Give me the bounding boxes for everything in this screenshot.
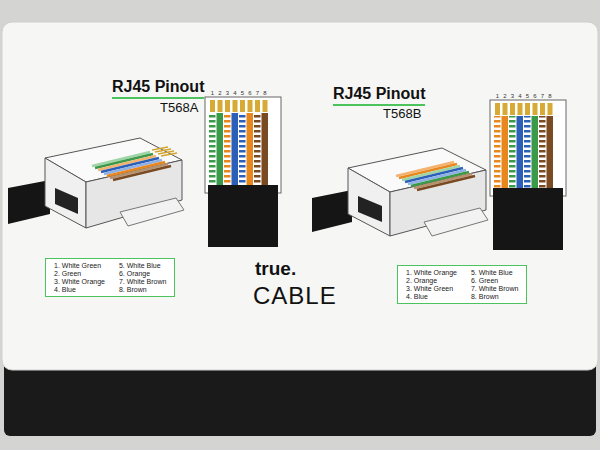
pin-number: 4 — [518, 93, 521, 99]
plug-3d-right — [312, 148, 488, 236]
pin-number: 2 — [503, 93, 506, 99]
pin-number: 7 — [256, 90, 259, 96]
pin-number: 8 — [263, 90, 266, 96]
plug-3d-left — [8, 138, 184, 228]
pinout-legend-box: 1. White Orange2. Orange3. White Green4.… — [397, 265, 527, 304]
wire-color-entry: 8. Brown — [119, 286, 166, 293]
pin-number: 3 — [511, 93, 514, 99]
box-base — [4, 360, 596, 436]
pin-number: 5 — [241, 90, 244, 96]
pin-number: 1 — [496, 93, 499, 99]
wire-color-entry: 4. Blue — [54, 286, 105, 293]
wire-color-entry: 5. White Blue — [471, 269, 518, 276]
wire-color-entry: 6. Green — [471, 277, 518, 284]
pin-number: 6 — [533, 93, 536, 99]
heading: RJ45 Pinout — [112, 78, 204, 99]
wire-color-entry: 7. White Brown — [119, 278, 166, 285]
wire-color-entry: 1. White Orange — [406, 269, 457, 276]
box-lid — [2, 22, 598, 370]
pin-number: 7 — [541, 93, 544, 99]
pin-number: 6 — [248, 90, 251, 96]
wire-color-entry: 2. Green — [54, 270, 105, 277]
pin-number: 1 — [211, 90, 214, 96]
wire-color-entry: 5. White Blue — [119, 262, 166, 269]
heading: RJ45 Pinout — [333, 85, 425, 106]
wire-color-entry: 8. Brown — [471, 293, 518, 300]
wire-color-entry: 6. Orange — [119, 270, 166, 277]
pin-number: 4 — [233, 90, 236, 96]
plug-front-right — [490, 100, 566, 250]
pin-number: 5 — [526, 93, 529, 99]
pin-number: 8 — [548, 93, 551, 99]
wire-color-entry: 4. Blue — [406, 293, 457, 300]
pin-number: 3 — [226, 90, 229, 96]
wire-color-entry: 2. Orange — [406, 277, 457, 284]
standard-name: T568A — [160, 100, 198, 115]
standard-name: T568B — [383, 106, 421, 121]
wire-color-entry: 3. White Green — [406, 285, 457, 292]
wire-color-entry: 7. White Brown — [471, 285, 518, 292]
pin-number: 2 — [218, 90, 221, 96]
wire-color-entry: 1. White Green — [54, 262, 105, 269]
brand-name: true. — [255, 258, 296, 280]
plug-front-left — [205, 97, 281, 247]
wire-color-entry: 3. White Orange — [54, 278, 105, 285]
brand-name: CABLE — [253, 282, 337, 310]
pinout-legend-box: 1. White Green2. Green3. White Orange4. … — [45, 258, 175, 297]
